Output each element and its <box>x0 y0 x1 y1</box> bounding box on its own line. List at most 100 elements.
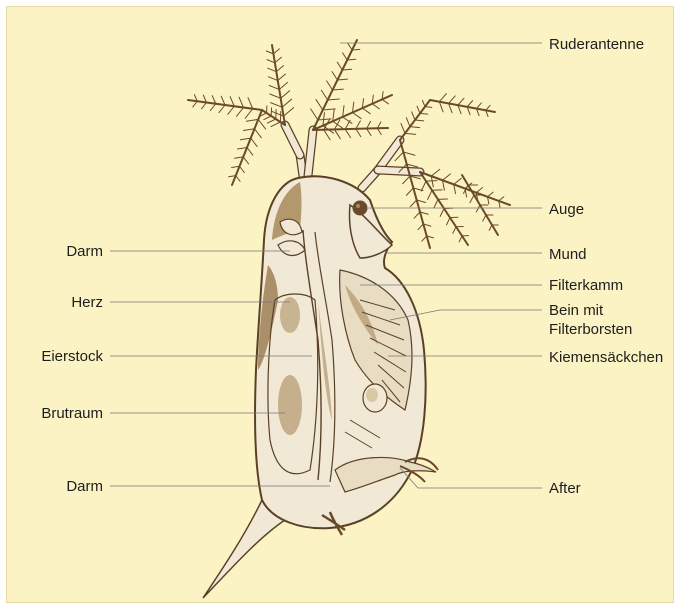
feather-right-2-bristle <box>476 103 481 109</box>
feather-left-4-bristle <box>236 176 240 182</box>
feather-right-2-bristle <box>449 96 456 103</box>
label-filterkamm: Filterkamm <box>549 277 623 294</box>
feather-right-5-bristle <box>431 169 440 176</box>
eye-highlight <box>356 204 360 208</box>
feather-right-2-bristle <box>486 105 490 110</box>
feather-right-3-bristle <box>395 152 403 161</box>
label-ruderantenne: Ruderantenne <box>549 36 644 53</box>
label-after: After <box>549 480 581 497</box>
feather-right-1-bristle <box>425 107 432 108</box>
feather-center-1-bristle <box>332 72 338 80</box>
antenna-left-mid-fill <box>285 125 300 155</box>
feather-center-1-bristle <box>328 99 340 100</box>
feather-center-2-bristle <box>362 108 370 114</box>
feather-right-1-bristle <box>415 120 424 121</box>
feather-left-3-bristle <box>278 74 286 81</box>
feather-right-1-bristle <box>417 106 420 113</box>
feather-center-3-bristle <box>334 129 340 138</box>
label-auge: Auge <box>549 201 584 218</box>
antenna-right-mid-fill <box>378 140 400 170</box>
feather-left-3-bristle <box>271 111 283 116</box>
feather-center-3-bristle <box>367 129 371 136</box>
feather-right-3 <box>400 140 430 248</box>
feather-center-1-bristle <box>348 43 352 50</box>
feather-right-3-bristle <box>418 224 423 230</box>
feather-center-1-bristle <box>311 109 318 120</box>
feather-left-2-bristle <box>210 104 216 111</box>
feather-right-4-bristle <box>447 218 450 225</box>
feather-left-4-bristle <box>255 129 262 138</box>
feather-left-2-bristle <box>201 103 206 109</box>
feather-left-4-bristle <box>251 138 257 146</box>
feather-left-2-bristle <box>245 109 253 118</box>
feather-center-3-bristle <box>334 120 339 130</box>
feather-right-3-bristle <box>403 176 410 184</box>
label-kiemensaeckchen: Kiemensäckchen <box>549 349 663 366</box>
feather-center-2-bristle <box>372 104 379 109</box>
feather-left-3-bristle <box>270 94 281 98</box>
feather-center-2-bristle <box>353 113 362 119</box>
feather-left-4-bristle <box>247 148 253 156</box>
gill-sac-shade <box>366 388 378 402</box>
feather-right-3-bristle <box>406 188 413 195</box>
feather-right-6-bristle <box>483 215 486 221</box>
label-brutraum: Brutraum <box>0 405 103 422</box>
feather-center-1-bristle <box>337 62 342 70</box>
feather-center-3-bristle <box>345 129 350 138</box>
label-mund: Mund <box>549 246 587 263</box>
feather-left-1-bristle <box>267 119 275 123</box>
feather-center-1-bristle <box>327 81 333 90</box>
tail-spine <box>203 500 285 598</box>
feather-left-2-bristle <box>193 101 198 107</box>
feather-left-2-bristle <box>236 108 243 117</box>
feather-center-2-bristle <box>382 99 388 104</box>
feather-left-1-bristle <box>271 122 280 127</box>
feather-left-2-bristle <box>219 105 225 113</box>
feather-left-4-bristle <box>243 157 248 164</box>
feather-right-4-bristle <box>453 227 456 234</box>
feather-center-3-bristle <box>356 129 361 137</box>
feather-center-2-bristle <box>333 109 335 121</box>
feather-right-6-bristle <box>470 195 474 203</box>
feather-left-2-bristle <box>239 97 243 107</box>
feather-left-3-bristle <box>276 66 283 72</box>
feather-right-5-bristle <box>454 178 461 184</box>
feather-right-5-bristle <box>443 174 451 180</box>
feather-center-3-bristle <box>345 120 350 129</box>
feather-right-3-bristle <box>422 236 427 241</box>
feather-left-3-bristle <box>284 108 294 117</box>
feather-right-3-bristle <box>414 212 420 218</box>
feather-left-3-bristle <box>281 91 290 99</box>
feather-right-1-bristle <box>405 133 416 134</box>
feather-right-2-bristle <box>439 94 446 102</box>
feather-right-1-bristle <box>406 118 410 127</box>
feather-right-6-bristle <box>489 225 492 230</box>
feather-right-5-bristle <box>488 192 494 197</box>
feather-right-1-bristle <box>401 123 405 133</box>
feather-right-2-bristle <box>458 98 464 105</box>
feather-right-5-bristle <box>476 188 482 193</box>
feather-right-4-bristle <box>434 199 438 208</box>
feather-right-3-bristle <box>410 200 416 207</box>
feather-right-4-bristle <box>459 236 462 242</box>
feather-right-4-bristle <box>421 181 426 191</box>
label-bein-line1: Bein mit <box>549 302 603 319</box>
feather-left-3-bristle <box>279 82 287 89</box>
brood-shading <box>278 375 302 435</box>
feather-right-1-bristle <box>422 100 425 106</box>
feather-right-1-bristle <box>410 127 420 128</box>
feather-right-2-bristle <box>467 101 473 107</box>
feather-left-2-bristle <box>228 106 235 114</box>
feather-left-3-bristle <box>271 103 283 108</box>
label-herz: Herz <box>0 294 103 311</box>
feather-left-4-bristle <box>240 166 245 172</box>
feather-center-2-bristle <box>333 121 343 128</box>
feather-left-2-bristle <box>248 98 253 109</box>
feather-right-4-bristle <box>440 209 444 217</box>
compound-eye <box>353 201 368 216</box>
label-darm-unten: Darm <box>0 478 103 495</box>
feather-center-1-bristle <box>321 90 327 100</box>
feather-center-2-bristle <box>343 106 344 117</box>
feather-right-4-bristle <box>428 190 432 199</box>
